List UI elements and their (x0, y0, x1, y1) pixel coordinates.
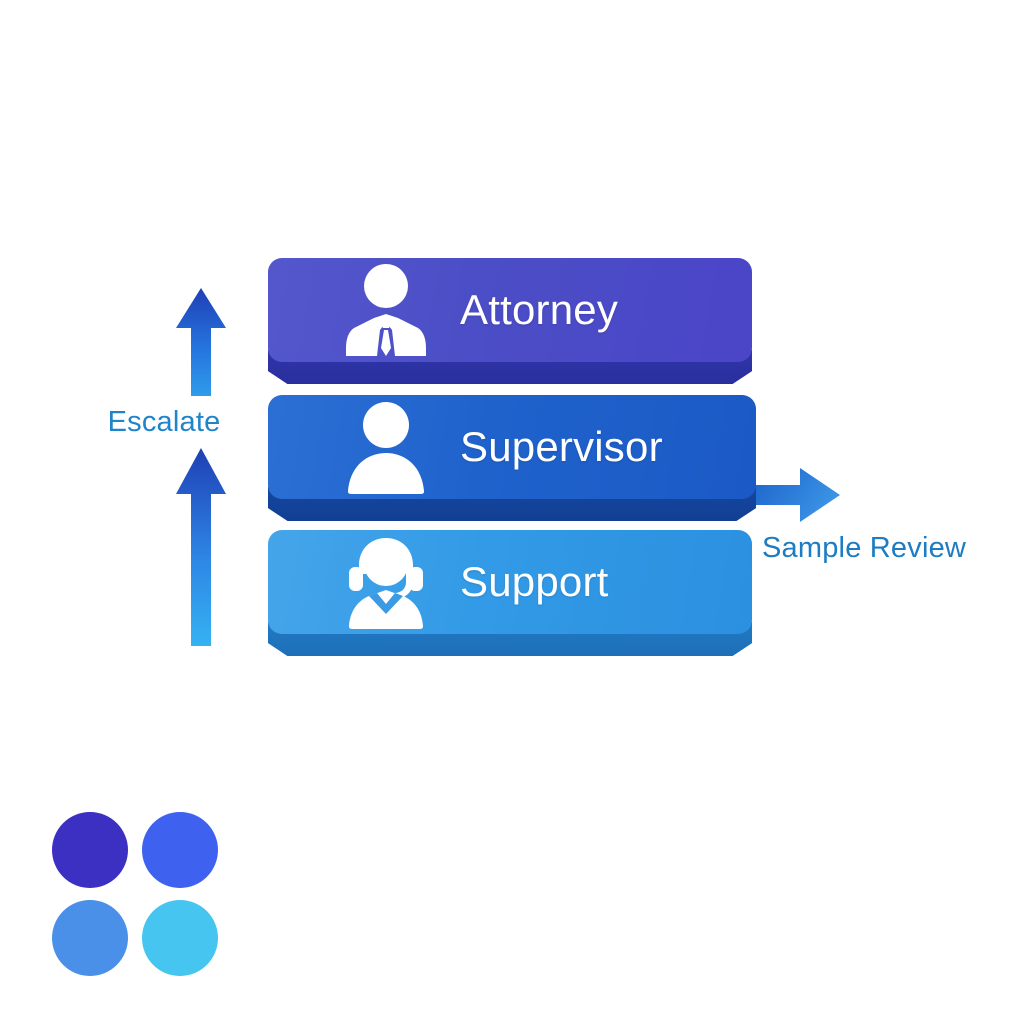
tier-bar-face: Supervisor (268, 395, 756, 499)
business-person-tie-icon (340, 258, 432, 362)
escalate-flow-label: Escalate (107, 406, 221, 438)
sample-review-arrow-right (744, 468, 840, 522)
escalate-arrow-up-top (176, 288, 226, 396)
tier-label-attorney: Attorney (460, 286, 619, 333)
tier-bar-face: Attorney (268, 258, 752, 362)
tier-bar-face: Support (268, 530, 752, 634)
person-icon (340, 395, 432, 499)
palette-swatch-royal-blue (142, 812, 218, 888)
tier-bar-attorney[interactable]: Attorney (268, 258, 752, 384)
sample-review-label: Sample Review (762, 532, 967, 564)
tier-bar-support[interactable]: Support (268, 530, 752, 656)
palette-swatch-cyan (142, 900, 218, 976)
tier-label-supervisor: Supervisor (460, 423, 663, 470)
escalate-arrow-up-bottom (176, 448, 226, 646)
tier-label-support: Support (460, 558, 609, 605)
color-palette (52, 812, 218, 976)
tier-bar-supervisor[interactable]: Supervisor (268, 395, 756, 521)
palette-swatch-sky-blue (52, 900, 128, 976)
headset-agent-icon (340, 530, 432, 634)
palette-swatch-indigo (52, 812, 128, 888)
